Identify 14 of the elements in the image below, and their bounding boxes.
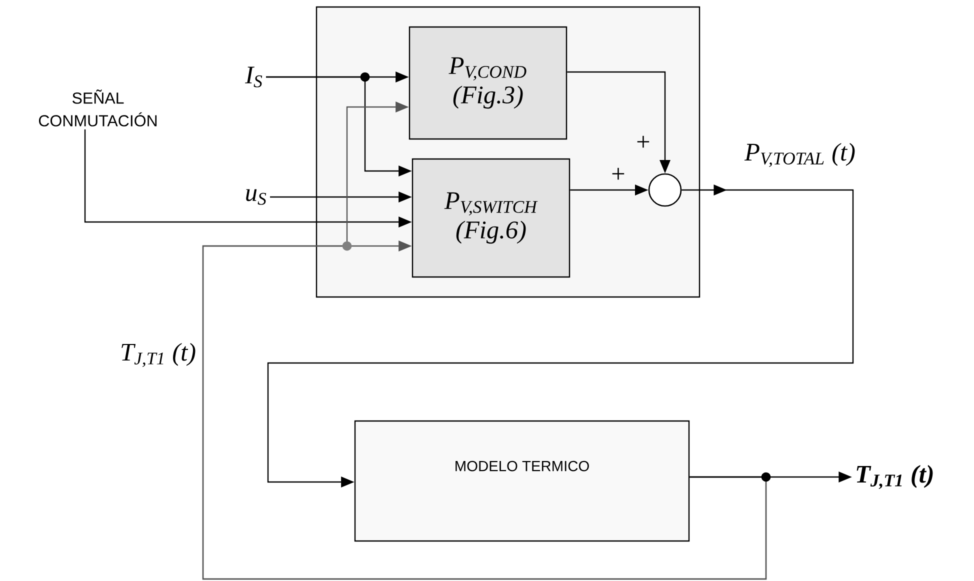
- plus-sign: +: [637, 136, 650, 148]
- model-box: MODELO TERMICO: [354, 420, 690, 542]
- signal-label: SEÑAL CONMUTACIÓN: [38, 90, 157, 126]
- edge-label: P$_{V,TOTAL}$ (t): [744, 142, 855, 168]
- edge-label: T$_{J,T1}$ (t): [122, 342, 196, 368]
- summing-junction: [648, 173, 682, 207]
- block-box: P$_{V,COND}$ (Fig.3): [408, 26, 568, 140]
- signal-label: I$_{S}$: [245, 66, 262, 88]
- output-label: T$_{J,T1}$ (t): [856, 464, 933, 490]
- arrow: [202, 240, 767, 580]
- plus-sign: +: [612, 168, 624, 180]
- arrow: [267, 184, 854, 488]
- signal-label: u$_{S}$: [246, 189, 266, 205]
- block-box: P$_{V,SWITCH}$ (Fig.6): [412, 158, 570, 278]
